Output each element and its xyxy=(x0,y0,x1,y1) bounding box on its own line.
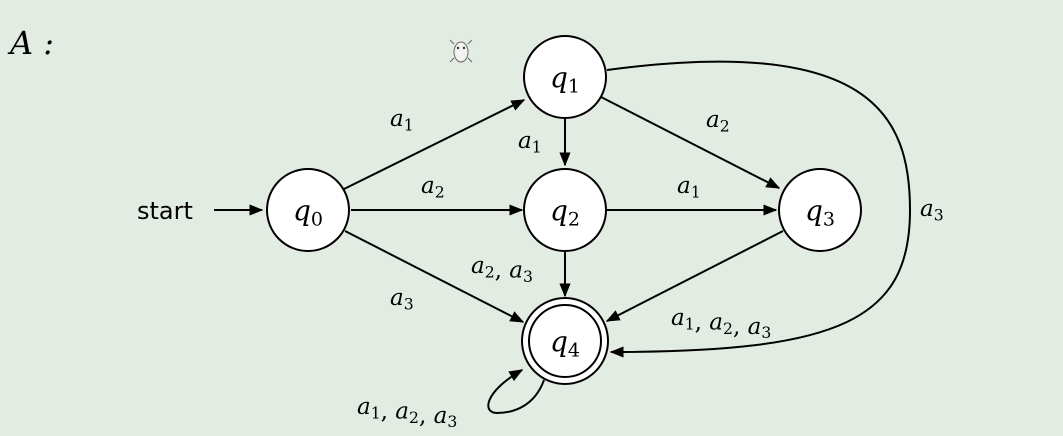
label-q4-loop: a1, a2, a3 xyxy=(357,394,457,431)
state-label-q0: q0 xyxy=(293,194,323,230)
state-q1: q1 xyxy=(523,35,607,119)
label-q0-q1: a1 xyxy=(390,106,414,134)
label-q3-q4: a1, a2, a3 xyxy=(671,305,771,342)
transition-labels: a1 a2 a3 a1 a2 a3 a1 a2, a3 a1, a2, a3 a… xyxy=(357,106,944,431)
edge-q1-q4 xyxy=(606,60,912,358)
transitions xyxy=(343,60,912,415)
edge-q1-q3 xyxy=(600,96,781,189)
state-q3: q3 xyxy=(778,168,862,252)
label-q2-q4: a2, a3 xyxy=(471,253,533,286)
state-label-q2: q2 xyxy=(550,194,580,230)
edge-q4-q4-loop xyxy=(487,369,545,415)
edge-q0-q1 xyxy=(343,99,526,190)
state-q2: q2 xyxy=(523,168,607,252)
label-q1-q4: a3 xyxy=(920,196,944,224)
start-label: start xyxy=(137,197,193,225)
edge-q3-q4 xyxy=(605,230,784,322)
label-q0-q2: a2 xyxy=(421,173,445,201)
state-label-q4: q4 xyxy=(550,325,580,361)
label-q1-q3: a2 xyxy=(706,107,730,135)
state-label-q1: q1 xyxy=(550,61,580,97)
label-q0-q4: a3 xyxy=(390,285,414,313)
label-q2-q3: a1 xyxy=(677,173,701,201)
state-label-q3: q3 xyxy=(805,194,835,230)
state-q0: q0 xyxy=(266,168,350,252)
automaton-name: A : xyxy=(7,24,54,62)
state-q4-accepting: q4 xyxy=(521,297,609,385)
label-q1-q2: a1 xyxy=(518,128,542,156)
bug-icon xyxy=(449,39,473,63)
edge-q0-q4 xyxy=(344,230,525,323)
